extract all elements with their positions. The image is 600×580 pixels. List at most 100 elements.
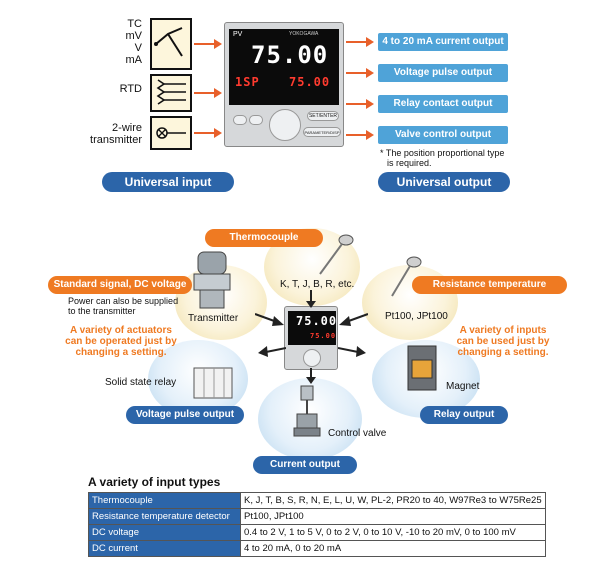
transmitter-device-icon [193, 251, 231, 309]
center-sp-value: 75.00 [310, 332, 337, 340]
voltage-pulse-tag: Voltage pulse output [126, 406, 244, 424]
controller-key-left[interactable] [233, 115, 247, 125]
arrow-out-1 [346, 41, 368, 43]
arrow-out-4 [346, 134, 368, 136]
center-controller-screen: 75.00 75.00 [288, 311, 336, 345]
pv-value: 75.00 [251, 41, 329, 69]
footnote: * The position proportional type is requ… [380, 148, 504, 168]
ssr-label: Solid state relay [105, 377, 177, 388]
arrow-tc [194, 43, 216, 45]
thermocouple-types: K, T, J, B, R, etc. [280, 279, 355, 290]
controller-dial[interactable] [269, 109, 301, 141]
arrow-rtd [194, 92, 216, 94]
control-valve-icon [293, 385, 321, 437]
rtd-sensor-box [150, 74, 192, 112]
table-row: DC current 4 to 20 mA, 0 to 20 mA [88, 540, 546, 557]
arrow-rtd-head [214, 88, 222, 98]
lamp-icon [156, 127, 186, 139]
power-note-line-2: to the transmitter [68, 306, 136, 316]
arrow-out-2 [346, 72, 368, 74]
center-controller: 75.00 75.00 [284, 306, 338, 370]
inputs-line-1: A variety of inputs [459, 325, 547, 336]
input-types-table: Thermocouple K, J, T, B, S, R, N, E, L, … [88, 492, 546, 557]
standard-signal-tag: Standard signal, DC voltage [48, 276, 192, 294]
tc-sensor-box [150, 18, 192, 70]
transmitter-label: Transmitter [188, 313, 239, 324]
power-note-line-1: Power can also be supplied [68, 296, 179, 306]
arrow-from-thermocouple [306, 290, 316, 308]
universal-input-pill: Universal input [102, 172, 234, 192]
rtd-probe-icon [391, 256, 422, 297]
input-label-transmitter: 2-wire transmitter [80, 122, 142, 146]
control-valve-label: Control valve [328, 428, 387, 439]
input-label-rtd: RTD [119, 83, 142, 95]
thermocouple-probe-icon [319, 234, 354, 275]
controller-key-left-2[interactable] [249, 115, 263, 125]
switch-icon [154, 27, 183, 57]
arrow-out-1-head [366, 37, 374, 47]
output-current: 4 to 20 mA current output [378, 33, 508, 51]
controller-device: PV YOKOGAWA 75.00 1SP 75.00 SET/ENTER PA… [224, 22, 344, 147]
transmitter-line-2: transmitter [90, 134, 142, 146]
row-type: Resistance temperature detector [88, 508, 241, 525]
arrow-to-valve [306, 368, 316, 384]
arrow-tx [194, 132, 216, 134]
tc-line-3: V [134, 42, 142, 54]
thermocouple-tag: Thermocouple [205, 229, 323, 247]
arrow-to-relay [338, 346, 366, 357]
arrow-out-2-head [366, 68, 374, 78]
controller-screen: PV YOKOGAWA 75.00 1SP 75.00 [229, 29, 339, 105]
inputs-line-3: changing a setting. [457, 347, 549, 358]
row-type: DC current [88, 540, 241, 557]
transmitter-sensor-box [150, 116, 192, 150]
set-enter-button[interactable]: SET/ENTER [307, 111, 339, 121]
tc-line-4: mA [125, 54, 143, 66]
table-title: A variety of input types [88, 475, 221, 489]
relay-output-tag: Relay output [420, 406, 508, 424]
arrow-tx-head [214, 128, 222, 138]
brand-label: YOKOGAWA [289, 31, 319, 37]
actuators-note: A variety of actuators can be operated j… [62, 325, 180, 358]
arrow-from-transmitter [255, 313, 284, 326]
arrow-out-4-head [366, 130, 374, 140]
row-values: 4 to 20 mA, 0 to 20 mA [240, 540, 546, 557]
row-values: 0.4 to 2 V, 1 to 5 V, 0 to 2 V, 0 to 10 … [240, 524, 546, 541]
pv-label: PV [233, 31, 243, 38]
resistor-icon [156, 79, 186, 105]
tc-line-2: mV [125, 30, 143, 42]
transmitter-line-1: 2-wire [112, 122, 142, 134]
footnote-line-2: is required. [387, 158, 432, 168]
footnote-line-1: * The position proportional type [380, 148, 505, 158]
actuators-line-1: A variety of actuators [70, 325, 172, 336]
actuators-line-3: changing a setting. [75, 347, 167, 358]
sp-label: 1SP [235, 75, 260, 89]
center-pv-value: 75.00 [296, 314, 338, 328]
table-row: DC voltage 0.4 to 2 V, 1 to 5 V, 0 to 2 … [88, 524, 546, 541]
row-values: Pt100, JPt100 [240, 508, 546, 525]
arrow-tc-head [214, 39, 222, 49]
parameter-disp-button[interactable]: PARAMETER/DISP [303, 127, 341, 137]
input-label-tc: TC mV V mA [118, 18, 143, 66]
arrow-from-rtd [339, 313, 368, 326]
output-valve-control: Valve control output [378, 126, 508, 144]
row-type: Thermocouple [88, 492, 241, 509]
tc-line-1: TC [127, 18, 142, 30]
inputs-note: A variety of inputs can be used just by … [448, 325, 558, 358]
rtd-tag: Resistance temperature detector [412, 276, 567, 308]
arrow-to-ssr [258, 346, 286, 357]
inputs-line-2: can be used just by [456, 336, 550, 347]
table-row: Resistance temperature detector Pt100, J… [88, 508, 546, 525]
universal-output-pill: Universal output [378, 172, 510, 192]
power-note: Power can also be supplied to the transm… [68, 296, 178, 316]
output-voltage-pulse: Voltage pulse output [378, 64, 508, 82]
actuators-line-2: can be operated just by [65, 336, 177, 347]
magnet-label: Magnet [446, 381, 480, 392]
arrow-out-3 [346, 103, 368, 105]
magnet-device-icon [407, 345, 437, 391]
row-type: DC voltage [88, 524, 241, 541]
table-row: Thermocouple K, J, T, B, S, R, N, E, L, … [88, 492, 546, 509]
ssr-device-icon [193, 367, 233, 399]
output-relay-contact: Relay contact output [378, 95, 508, 113]
rtd-types: Pt100, JPt100 [385, 311, 448, 322]
center-dial [303, 349, 321, 367]
